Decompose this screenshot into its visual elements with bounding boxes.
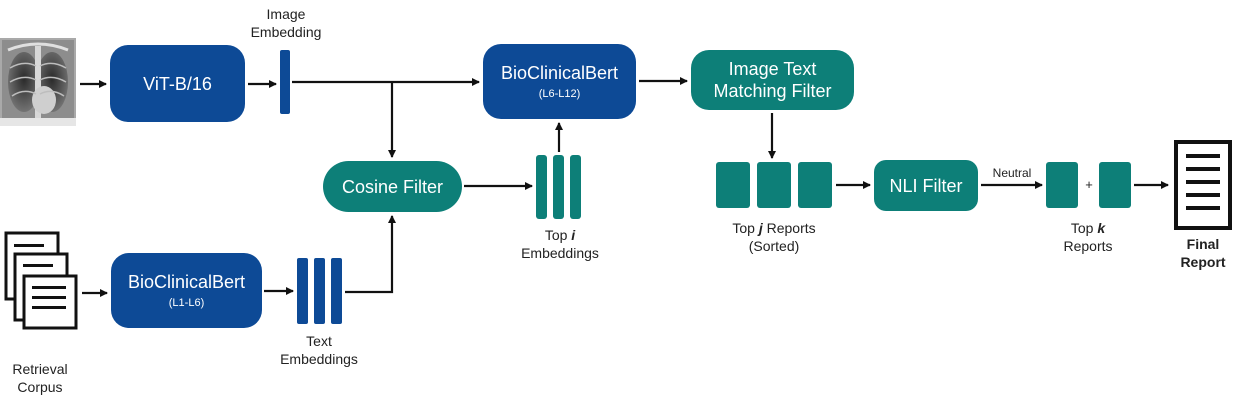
nli-title: NLI Filter [889,175,963,196]
image-embedding-bar [280,50,290,114]
cosine-filter: Cosine Filter [323,161,462,212]
text-embeddings-line1: Text [306,333,332,349]
bioclinicalbert-lower: BioClinicalBert (L1-L6) [111,253,262,328]
bert-top-title: BioClinicalBert [500,62,619,83]
top-i-line2: Embeddings [521,245,599,261]
image-embedding-label-line2: Embedding [250,24,322,40]
itm-title-line2: Matching Filter [713,81,832,101]
top-k-prefix: Top [1070,220,1098,236]
cosine-title: Cosine Filter [341,176,444,197]
top-j-prefix: Top [732,220,759,236]
text-embeddings-label: Text Embeddings [270,332,368,368]
image-embedding-label-line1: Image [266,6,306,22]
final-report-label: Final Report [1170,235,1236,271]
bert-bottom-title: BioClinicalBert [127,271,246,292]
top-i-line1: Top i [508,226,612,244]
top-j-report-block [798,162,832,208]
top-j-suffix: Reports [762,220,816,236]
top-i-var: i [571,227,576,243]
report-document-icon [1174,140,1232,230]
text-embeddings-line2: Embeddings [280,351,358,367]
image-embedding-label: Image Embedding [250,5,322,41]
retrieval-corpus-label: Retrieval Corpus [0,360,80,396]
top-i-embedding-bar [536,155,547,219]
top-j-report-block [716,162,750,208]
top-j-line2: (Sorted) [748,238,800,254]
top-j-report-block [757,162,791,208]
top-j-reports-label: Top j Reports (Sorted) [714,219,834,255]
top-j-line1: Top j Reports [714,219,834,237]
top-k-line2: Reports [1063,238,1113,254]
image-text-matching-filter: Image Text Matching Filter [691,50,854,110]
bert-bottom-subtitle: (L1-L6) [168,296,205,309]
bioclinicalbert-upper: BioClinicalBert (L6-L12) [483,44,636,119]
text-embedding-bar [314,258,325,324]
text-embedding-bar [297,258,308,324]
top-i-embedding-bar [553,155,564,219]
top-k-report-block [1046,162,1078,208]
top-i-prefix: Top [544,227,572,243]
top-i-embedding-bar [570,155,581,219]
top-k-line1: Top k [1040,219,1136,237]
chest-xray-image [0,38,76,126]
top-k-var: k [1097,220,1106,236]
retrieval-line2: Corpus [17,379,63,395]
nli-filter: NLI Filter [874,160,978,211]
text-embedding-bar [331,258,342,324]
vit-b16-encoder: ViT-B/16 [110,45,245,122]
top-i-embeddings-label: Top i Embeddings [508,226,612,262]
bert-top-subtitle: (L6-L12) [538,87,581,100]
final-line1: Final [1186,236,1220,252]
top-k-reports-label: Top k Reports [1040,219,1136,255]
vit-title: ViT-B/16 [143,73,212,94]
plus-sign: + [1085,177,1093,192]
neutral-label: Neutral [992,166,1032,180]
final-line2: Report [1180,254,1226,270]
top-j-var: j [758,220,763,236]
itm-title-line1: Image Text [728,59,817,79]
arrow-text-embeddings-to-cosine [345,215,396,294]
document-stack-icon [2,230,80,330]
retrieval-line1: Retrieval [12,361,68,377]
top-k-report-block [1099,162,1131,208]
